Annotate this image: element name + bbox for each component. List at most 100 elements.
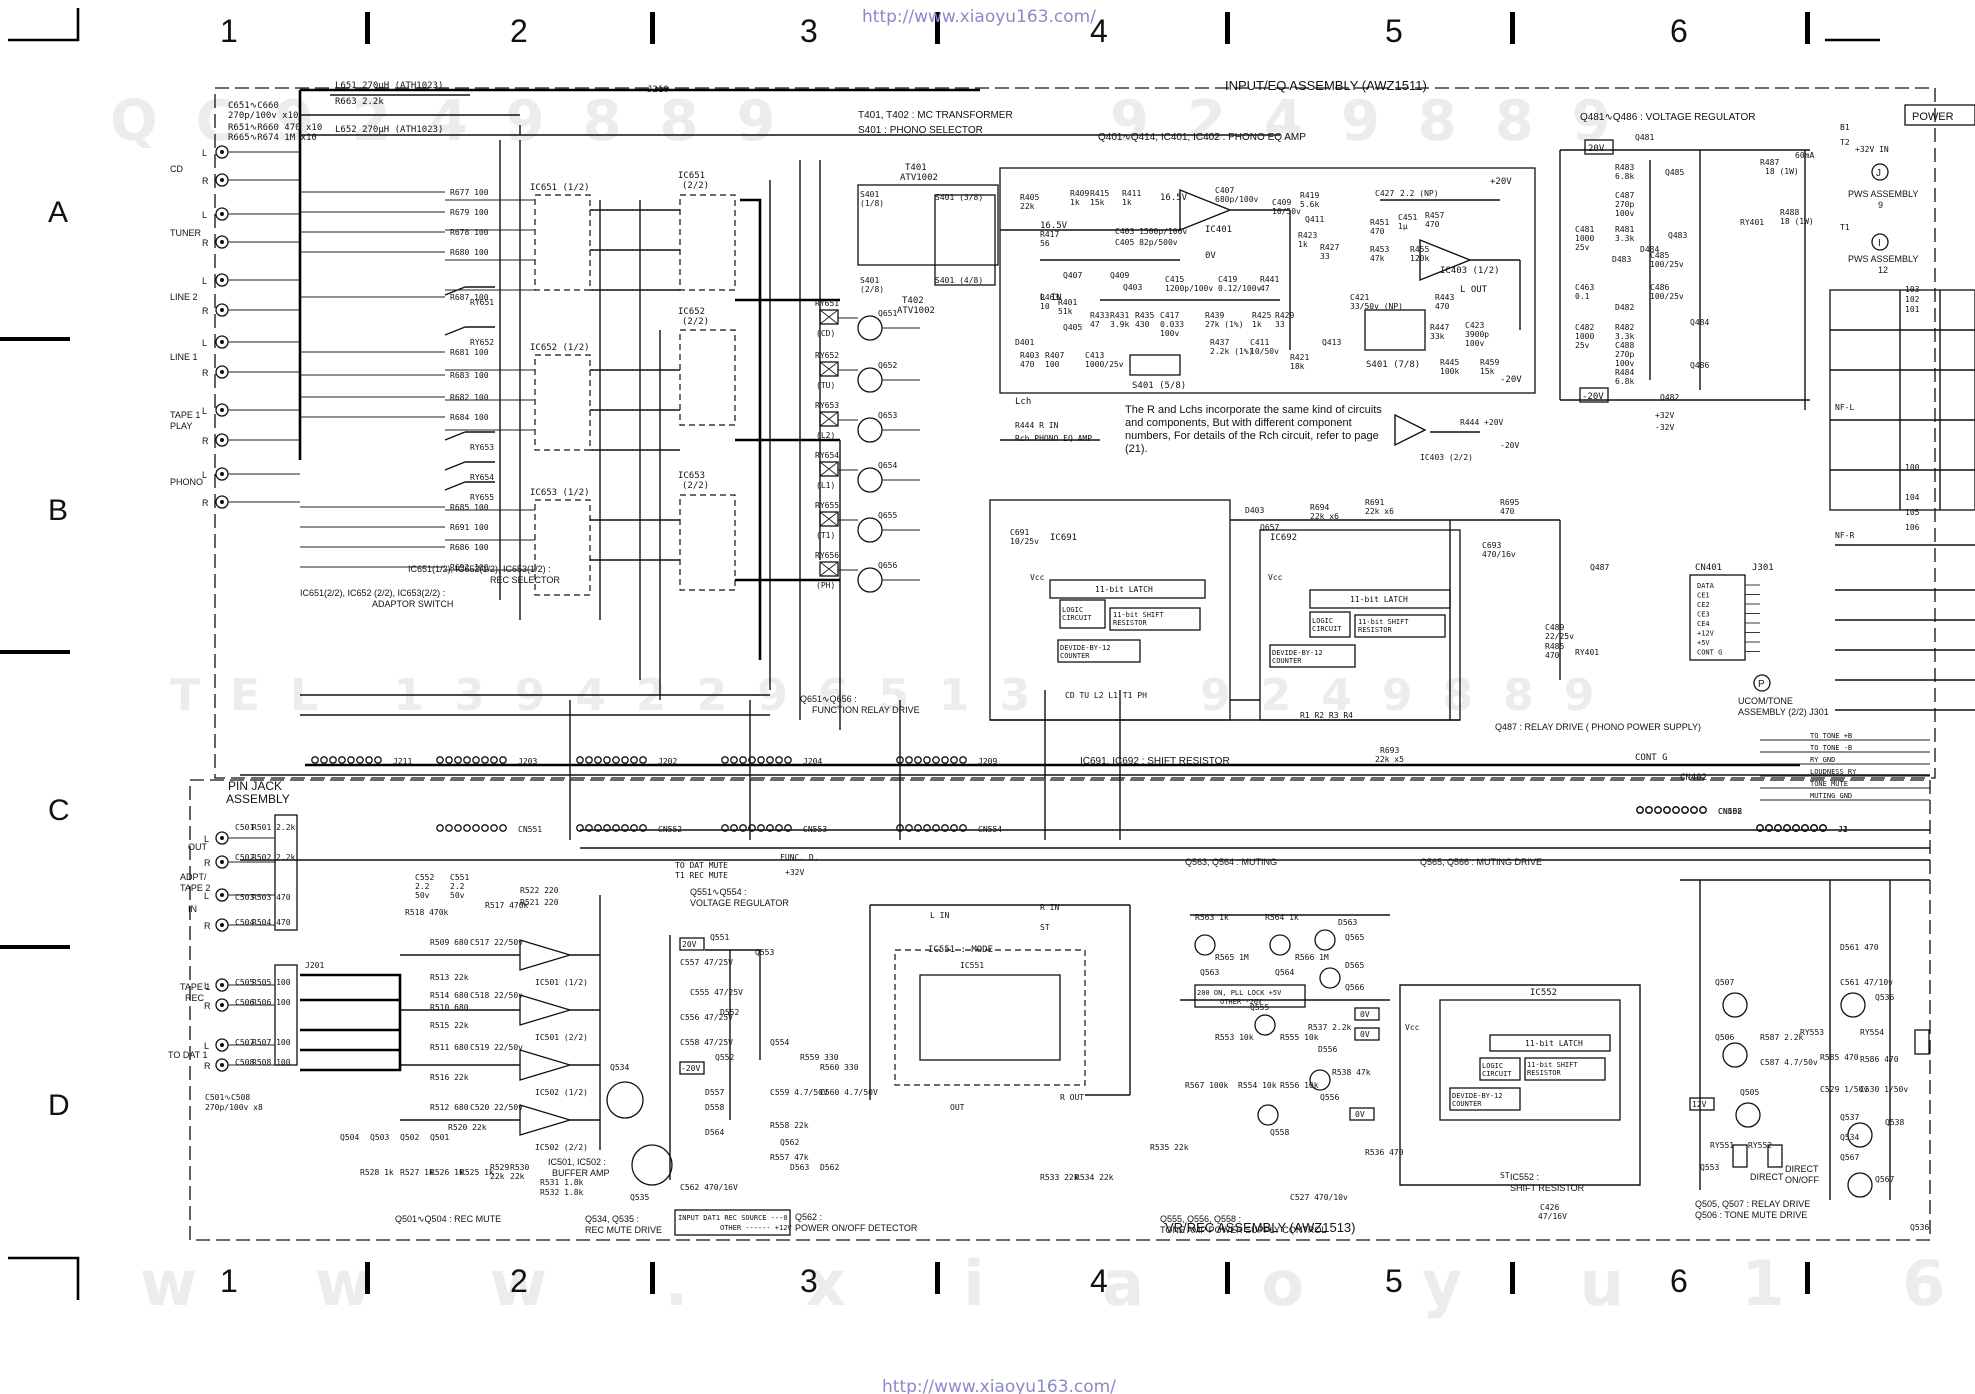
svg-text:15k: 15k <box>1090 198 1105 207</box>
grid-col-bottom-2: 2 <box>510 1263 528 1299</box>
svg-text:L: L <box>202 276 207 286</box>
ladder-resistor: R692 100 <box>450 563 489 572</box>
svg-text:R521 220: R521 220 <box>520 898 559 907</box>
svg-text:D484: D484 <box>1640 245 1659 254</box>
svg-text:RY401: RY401 <box>1575 648 1599 657</box>
svg-text:Q481: Q481 <box>1635 133 1654 142</box>
svg-text:R: R <box>202 498 209 508</box>
svg-text:270p/100v x10: 270p/100v x10 <box>228 111 298 121</box>
ladder-resistor: R683 100 <box>450 371 489 380</box>
svg-text:C587 4.7/50v: C587 4.7/50v <box>1760 1058 1818 1067</box>
svg-text:R445: R445 <box>1440 358 1459 367</box>
svg-text:120k: 120k <box>1410 254 1429 263</box>
svg-text:2.2 (NP): 2.2 (NP) <box>1400 189 1439 198</box>
svg-text:T401: T401 <box>905 163 927 173</box>
input-eq-title: INPUT/EQ ASSEMBLY (AWZ1511) <box>1225 78 1427 93</box>
svg-text:10/25v: 10/25v <box>1010 537 1039 546</box>
svg-text:2.2: 2.2 <box>415 882 430 891</box>
ic653-1-2: IC653 (1/2) <box>530 488 591 596</box>
svg-text:22k x5: 22k x5 <box>1375 755 1404 764</box>
svg-text:Q566: Q566 <box>1345 983 1364 992</box>
t401-t402-transformer-block: T401 ATV1002 T402 ATV1002 S401 (1/8) S40… <box>857 163 999 316</box>
ic691-latch-label: 11-bit LATCH <box>1095 585 1153 594</box>
svg-text:Q536: Q536 <box>1910 1223 1929 1232</box>
svg-text:1000: 1000 <box>1575 332 1594 341</box>
svg-text:OUT: OUT <box>950 1103 965 1112</box>
svg-text:IC651: IC651 <box>678 171 705 181</box>
pin-jack: L <box>204 888 275 902</box>
svg-text:R526 1k: R526 1k <box>430 1168 464 1177</box>
svg-text:numbers, For details of the Rc: numbers, For details of the Rch circuit,… <box>1125 430 1379 442</box>
grid-col-5: 5 <box>1385 13 1403 49</box>
svg-text:C481: C481 <box>1575 225 1594 234</box>
svg-text:Q506: Q506 <box>1715 1033 1734 1042</box>
svg-text:33: 33 <box>1320 252 1330 261</box>
input-jack: L <box>202 335 300 349</box>
svg-text:Q558: Q558 <box>1270 1128 1289 1137</box>
svg-text:R487: R487 <box>1760 158 1779 167</box>
svg-text:18k: 18k <box>1290 362 1305 371</box>
s401-note: S401 : PHONO SELECTOR <box>858 125 983 136</box>
svg-text:Q505, Q507 : RELAY DRIVE: Q505, Q507 : RELAY DRIVE <box>1695 1199 1810 1209</box>
pin-jack-label: IN <box>188 904 197 914</box>
svg-text:R511 680: R511 680 <box>430 1043 469 1052</box>
svg-text:Q552: Q552 <box>715 1053 734 1062</box>
svg-text:R506 100: R506 100 <box>252 998 291 1007</box>
svg-text:VOLTAGE REGULATOR: VOLTAGE REGULATOR <box>690 898 789 908</box>
svg-text:Q654: Q654 <box>878 461 897 470</box>
ry-switch-label: RY655 <box>470 493 494 502</box>
adaptor-switch-note: IC651(2/2), IC652 (2/2), IC653(2/2) : <box>300 588 445 598</box>
svg-text:51k: 51k <box>1058 307 1073 316</box>
pin-jack-label: TAPE 2 <box>180 883 210 893</box>
svg-text:16.5V: 16.5V <box>1160 193 1188 203</box>
svg-text:IC652: IC652 <box>678 307 705 317</box>
svg-text:R558 22k: R558 22k <box>770 1121 809 1130</box>
connector-j204: J204 <box>721 756 822 766</box>
svg-text:LOGIC: LOGIC <box>1482 1062 1503 1070</box>
svg-text:R533 22k: R533 22k <box>1040 1173 1079 1182</box>
svg-text:Q484: Q484 <box>1690 318 1709 327</box>
svg-text:J301: J301 <box>1752 563 1774 573</box>
svg-text:DEVIDE-BY-12: DEVIDE-BY-12 <box>1060 644 1111 652</box>
grid-col-3: 3 <box>800 13 818 49</box>
ladder-resistor: R684 100 <box>450 413 489 422</box>
svg-text:Q553: Q553 <box>755 948 774 957</box>
ladder-resistor: R679 100 <box>450 208 489 217</box>
svg-text:C503: C503 <box>235 893 254 902</box>
svg-text:RY655: RY655 <box>815 501 839 510</box>
grid-col-bottom-5: 5 <box>1385 1263 1403 1299</box>
svg-text:R457: R457 <box>1425 211 1444 220</box>
svg-text:1k: 1k <box>1122 198 1132 207</box>
svg-text:60mA: 60mA <box>1795 151 1814 160</box>
svg-text:R502 2.2k: R502 2.2k <box>252 853 296 862</box>
svg-text:Q565: Q565 <box>1345 933 1364 942</box>
svg-text:L OUT: L OUT <box>1460 285 1488 295</box>
svg-text:D482: D482 <box>1615 303 1634 312</box>
svg-text:SHIFT RESISTOR: SHIFT RESISTOR <box>1510 1183 1585 1193</box>
svg-text:C501: C501 <box>235 823 254 832</box>
func-d: FUNC. D. <box>780 853 819 862</box>
svg-text:R: R <box>202 238 209 248</box>
cn401-pin: CE2 <box>1697 601 1710 609</box>
svg-text:R517 470k: R517 470k <box>485 901 529 910</box>
svg-text:S401 (4/8): S401 (4/8) <box>935 276 983 285</box>
svg-text:L IN: L IN <box>1040 293 1062 303</box>
svg-text:INPUT DAT1 REC SOURCE ---0: INPUT DAT1 REC SOURCE ---0 <box>678 1214 788 1222</box>
svg-text:200 ON, PLL LOCK +5V: 200 ON, PLL LOCK +5V <box>1197 989 1282 997</box>
cn401-pin: CE4 <box>1697 620 1710 628</box>
svg-text:R485: R485 <box>1545 642 1564 651</box>
svg-text:REC SELECTOR: REC SELECTOR <box>490 575 560 585</box>
svg-text:R403: R403 <box>1020 351 1039 360</box>
svg-text:CN402: CN402 <box>1680 773 1707 783</box>
svg-text:POWER: POWER <box>1912 111 1954 123</box>
svg-text:22k: 22k <box>1020 202 1035 211</box>
svg-text:25v: 25v <box>1575 341 1590 350</box>
phono-eq-amp-lch: 16.5V 16.5V 0V IC401 IC403 (1/2) L IN L … <box>999 167 1536 407</box>
svg-text:0.1: 0.1 <box>1575 292 1590 301</box>
ladder-resistor: R691 100 <box>450 523 489 532</box>
svg-text:D556: D556 <box>1318 1045 1337 1054</box>
svg-text:+32V IN: +32V IN <box>1855 145 1889 154</box>
svg-text:R651∿R660 470 x10: R651∿R660 470 x10 <box>228 123 322 133</box>
